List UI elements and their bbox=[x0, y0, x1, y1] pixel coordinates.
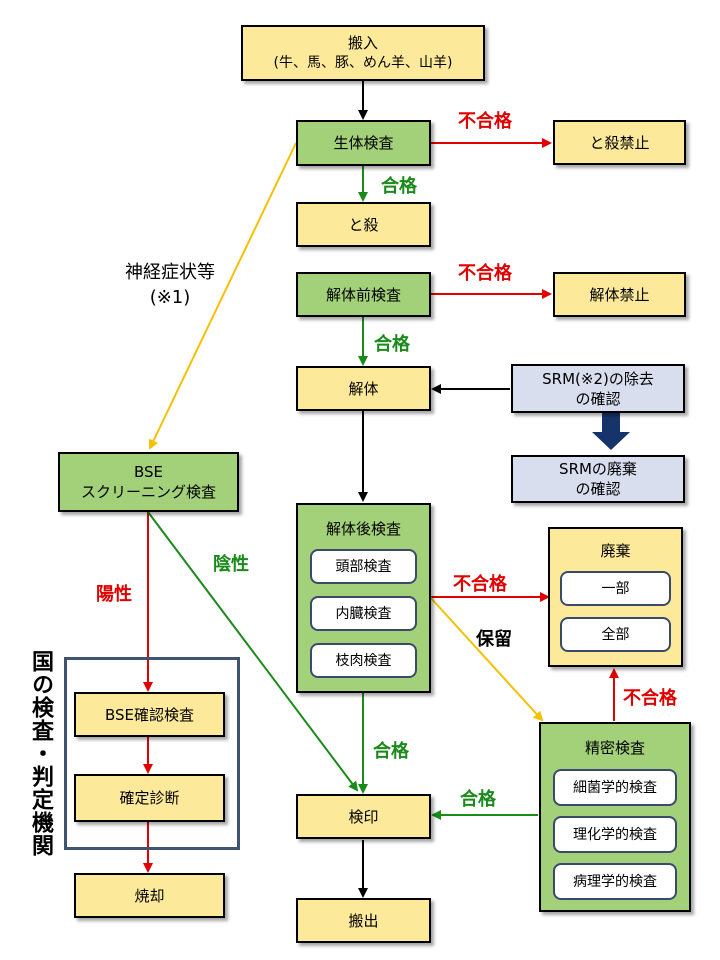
node-srm-removal: SRM(※2)の除去 の確認 bbox=[511, 364, 685, 413]
inspection-item-head: 頭部検査 bbox=[310, 549, 417, 584]
national-agency-label: 国の検査・判定機関 bbox=[28, 650, 53, 857]
node-dressing-ban: 解体禁止 bbox=[553, 272, 686, 317]
label-fail-detailed: 不合格 bbox=[623, 688, 677, 709]
srm-removal-line1: SRM(※2)の除去 bbox=[542, 369, 654, 388]
node-post-dressing-inspection: 解体後検査 頭部検査 内臓検査 枝肉検査 bbox=[296, 503, 431, 693]
node-transport-out: 搬出 bbox=[296, 898, 431, 943]
node-stamp: 検印 bbox=[296, 794, 431, 839]
arrow-bse-negative bbox=[147, 511, 359, 792]
label-pass-predressing: 合格 bbox=[374, 334, 410, 355]
label-positive: 陽性 bbox=[96, 584, 132, 605]
disposal-item-partial: 一部 bbox=[560, 571, 671, 606]
label-fail-post: 不合格 bbox=[453, 574, 507, 595]
national-agency-frame bbox=[64, 657, 240, 850]
disposal-title: 廃棄 bbox=[600, 542, 631, 560]
bse-screening-line2: スクリーニング検査 bbox=[80, 483, 216, 501]
node-detailed-inspection: 精密検査 細菌学的検査 理化学的検査 病理学的検査 bbox=[539, 722, 691, 912]
node-slaughter: と殺 bbox=[296, 202, 431, 247]
detailed-item-pathological: 病理学的検査 bbox=[553, 863, 677, 900]
arrow-post-hold bbox=[429, 596, 544, 722]
node-live-inspection: 生体検査 bbox=[296, 120, 431, 166]
block-arrow-srm bbox=[592, 413, 630, 450]
srm-removal-line2: の確認 bbox=[575, 389, 621, 408]
label-fail-live: 不合格 bbox=[458, 111, 512, 132]
inspection-item-carcass: 枝肉検査 bbox=[310, 643, 417, 678]
srm-disposal-line2: の確認 bbox=[575, 480, 621, 498]
node-bse-confirmation: BSE確認検査 bbox=[74, 692, 225, 737]
label-negative: 陰性 bbox=[213, 554, 249, 575]
label-pass-live: 合格 bbox=[381, 176, 417, 197]
node-srm-disposal: SRMの廃棄 の確認 bbox=[511, 455, 685, 503]
detailed-item-bacteriological: 細菌学的検査 bbox=[553, 769, 677, 806]
label-note1: (※1) bbox=[149, 287, 191, 308]
node-transport-in: 搬入 (牛、馬、豚、めん羊、山羊) bbox=[241, 25, 485, 81]
post-dressing-title: 解体後検査 bbox=[325, 520, 401, 538]
node-pre-dressing-inspection: 解体前検査 bbox=[296, 272, 431, 317]
arrow-neuro-to-bse bbox=[148, 142, 297, 450]
label-hold: 保留 bbox=[476, 629, 512, 650]
node-confirmed-diagnosis: 確定診断 bbox=[74, 774, 225, 822]
disposal-item-whole: 全部 bbox=[560, 617, 671, 652]
label-pass-post: 合格 bbox=[373, 741, 409, 762]
label-fail-predressing: 不合格 bbox=[458, 263, 512, 284]
label-pass-detailed: 合格 bbox=[460, 789, 496, 810]
transport-in-title: 搬入 bbox=[347, 34, 378, 52]
srm-disposal-line1: SRMの廃棄 bbox=[559, 460, 637, 478]
inspection-item-viscera: 内臓検査 bbox=[310, 596, 417, 631]
detailed-title: 精密検査 bbox=[584, 739, 645, 757]
bse-screening-line1: BSE bbox=[133, 463, 164, 481]
node-incineration: 焼却 bbox=[74, 873, 225, 918]
label-neuro-symptoms: 神経症状等 bbox=[125, 262, 215, 283]
node-bse-screening: BSE スクリーニング検査 bbox=[58, 452, 239, 512]
node-dressing: 解体 bbox=[296, 366, 431, 411]
detailed-item-physicochemical: 理化学的検査 bbox=[553, 816, 677, 853]
transport-in-animals: (牛、馬、豚、めん羊、山羊) bbox=[273, 55, 453, 71]
node-disposal: 廃棄 一部 全部 bbox=[548, 527, 683, 667]
node-slaughter-ban: と殺禁止 bbox=[553, 120, 686, 165]
